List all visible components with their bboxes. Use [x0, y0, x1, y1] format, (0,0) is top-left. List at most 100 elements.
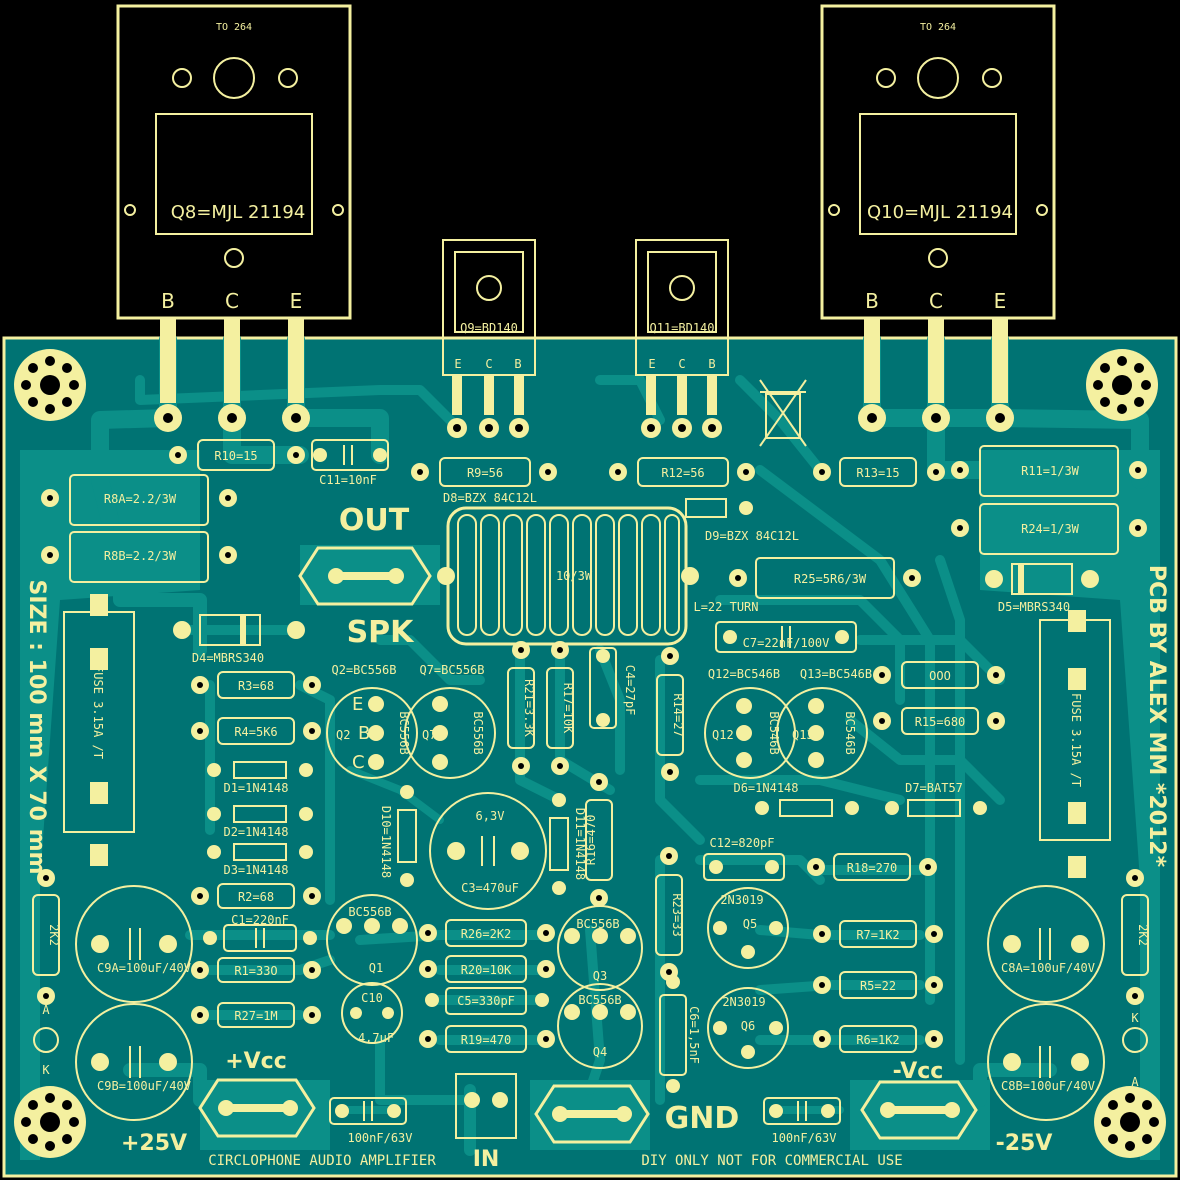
part-label: Q8=MJL 21194 — [171, 202, 306, 223]
resistor-r6: R6=1K2 — [813, 1025, 943, 1053]
resistor-label: R7=1K2 — [856, 928, 899, 942]
ref-label: Q5 — [743, 917, 757, 931]
diode-d10: D10=1N4148 — [379, 785, 417, 887]
capacitor-label: C5=330pF — [457, 994, 515, 1008]
pin-c-label: C — [485, 357, 492, 371]
part-label: 2N3019 — [722, 995, 765, 1009]
resistor-label: R19=470 — [461, 1033, 512, 1047]
diode-d7: D7=BAT57 — [885, 781, 987, 817]
capacitor-c1: C1=220nF — [203, 913, 317, 952]
coil-turns: L=22 TURN — [693, 600, 758, 614]
resistor-r17: R17=10K — [546, 641, 575, 775]
ref-label: Q12 — [712, 728, 734, 742]
gnd-label: GND — [665, 1101, 740, 1136]
transistor-q4: BC556B Q4 — [557, 983, 643, 1069]
capacitor-c10: C10 4,7uF — [341, 982, 403, 1045]
out-connector — [298, 546, 432, 606]
fuse-left: FUSE 3.15A /T — [63, 594, 135, 866]
power-transistor-q8: TO 264 Q8=MJL 21194 B C E — [116, 4, 352, 432]
driver-transistor-q11: Q11=BD140 E C B — [635, 239, 729, 438]
resistor-r23: R23=33 — [655, 847, 684, 981]
resistor-label: R21=3.3K — [522, 679, 536, 738]
mounting-holes — [14, 349, 1166, 1158]
credit-label: PCB BY ALEX MM *2012* — [1144, 565, 1169, 868]
pin-b: B — [358, 723, 370, 744]
pin-e-label: E — [994, 289, 1007, 313]
diode-label: D4=MBRS340 — [192, 651, 264, 665]
part-label: BC556B — [578, 993, 621, 1007]
diode-label: D8=BZX 84C12L — [443, 491, 537, 505]
mounting-hole-tr — [1086, 349, 1158, 421]
diode-d3: D3=1N4148 — [207, 843, 313, 877]
transistor-q2: Q2=BC556B E B C Q2 BC556B — [326, 663, 418, 779]
capacitor-c8a: C8A=100uF/40V — [987, 885, 1105, 1003]
led-right: K A — [1122, 1011, 1148, 1089]
part-label: Q11=BD140 — [649, 321, 714, 335]
resistor-r10: R10=15 — [169, 439, 305, 471]
resistor-label: R17=10K — [561, 683, 575, 734]
resistor-label: R4=5K6 — [234, 725, 277, 739]
bottom-right-label: DIY ONLY NOT FOR COMMERCIAL USE — [641, 1153, 902, 1169]
transistor-q3: BC556B Q3 — [557, 905, 643, 991]
resistor-label: R8A=2.2/3W — [104, 492, 177, 506]
resistor-r7: R7=1K2 — [813, 920, 943, 948]
diode-label: D1=1N4148 — [223, 781, 288, 795]
diode-label: D2=1N4148 — [223, 825, 288, 839]
resistor-label: OOO — [929, 669, 951, 683]
resistor-label: R5=22 — [860, 979, 896, 993]
capacitor-label: 100nF/63V — [771, 1131, 836, 1145]
resistor-r16: R16=470 — [584, 773, 613, 907]
mounting-hole-br — [1094, 1086, 1166, 1158]
capacitor-label: C7=22nF/100V — [743, 636, 830, 650]
diode-d4: D4=MBRS340 — [173, 614, 305, 665]
capacitor-c8b: C8B=100uF/40V — [987, 1003, 1105, 1121]
capacitor-c6: C6=1,5nF — [659, 975, 701, 1093]
resistor-label: R8B=2.2/3W — [104, 549, 177, 563]
resistor-label: R3=68 — [238, 679, 274, 693]
resistor-r12: R12=56 — [609, 457, 755, 487]
pin-b-label: B — [708, 357, 715, 371]
package-label: TO 264 — [216, 22, 252, 33]
ref-label: Q1 — [369, 961, 383, 975]
pin-c-label: C — [225, 289, 239, 313]
ref-label: Q3 — [593, 969, 607, 983]
resistor-r8a: R8A=2.2/3W — [41, 474, 237, 526]
led-left: A K — [33, 1003, 59, 1077]
weee-bin-icon — [759, 379, 807, 447]
capacitor-label: C4=27pF — [623, 665, 637, 716]
out-label: OUT — [339, 503, 410, 538]
resistor-label: R23=33 — [670, 893, 684, 936]
pin-e: E — [352, 694, 363, 715]
diode-label: D6=1N4148 — [733, 781, 798, 795]
resistor-r4: R4=5K6 — [191, 717, 321, 745]
capacitor-label: C11=10nF — [319, 473, 377, 487]
capacitor-label: C9B=100uF/40V — [97, 1079, 191, 1093]
resistor-label: 2K2 — [47, 924, 61, 946]
resistor-label: R13=15 — [856, 466, 899, 480]
part-label: BC556B — [576, 917, 619, 931]
package-label: TO 264 — [920, 22, 956, 33]
spk-label: SPK — [347, 615, 416, 650]
resistor-label: R2=68 — [238, 890, 274, 904]
mounting-hole-tl — [14, 349, 86, 421]
resistor-label: R6=1K2 — [856, 1033, 899, 1047]
transistor-q1: BC556B Q1 — [326, 894, 418, 986]
diode-d8: D8=BZX 84C12L — [443, 491, 537, 505]
resistor-r24: R24=1/3W — [951, 503, 1147, 555]
diode-label: D9=BZX 84C12L — [705, 529, 799, 543]
diode-label: D5=MBRS340 — [998, 600, 1070, 614]
pin-e-label: E — [290, 289, 303, 313]
resistor-r27: R27=1M — [191, 1002, 321, 1028]
part-label: Q9=BD140 — [460, 321, 518, 335]
resistor-label: R12=56 — [661, 466, 704, 480]
resistor-r14: R14=27 — [656, 647, 685, 781]
led-k-label: K — [1131, 1011, 1139, 1025]
in-connector — [455, 1073, 517, 1139]
part-label: Q12=BC546B — [708, 667, 780, 681]
ref-label: Q13 — [792, 728, 814, 742]
capacitor-value: 4,7uF — [358, 1031, 394, 1045]
capacitor-label: C8B=100uF/40V — [1001, 1079, 1095, 1093]
resistor-2k2-left: 2K2 — [32, 869, 61, 1005]
resistor-r19: R19=470 — [419, 1025, 555, 1053]
